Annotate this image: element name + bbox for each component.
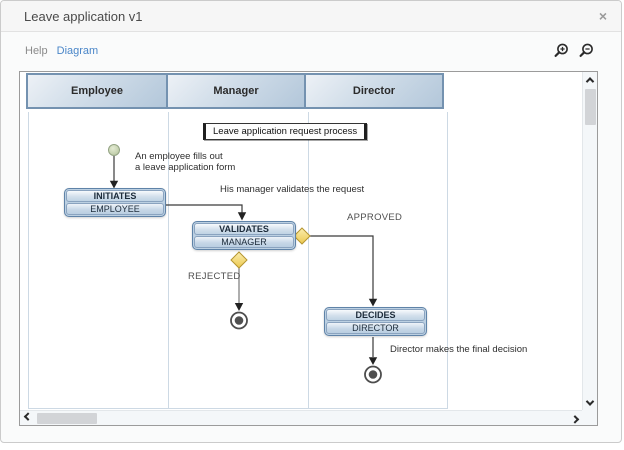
arrowhead	[368, 357, 378, 365]
zoom-in-icon	[554, 43, 568, 57]
horizontal-scrollbar-thumb[interactable]	[37, 413, 97, 424]
zoom-in-button[interactable]	[552, 42, 570, 60]
arrowhead	[237, 212, 247, 221]
vertical-scrollbar-thumb[interactable]	[585, 89, 596, 125]
task-action-label: DECIDES	[326, 309, 425, 321]
zoom-out-icon	[579, 43, 593, 57]
task-initiates: INITIATES EMPLOYEE	[64, 188, 166, 217]
arrowhead	[368, 298, 378, 307]
task-role-label: DIRECTOR	[326, 322, 425, 334]
help-link[interactable]: Help	[25, 45, 48, 57]
chevron-down-icon	[585, 396, 595, 406]
task-role-label: MANAGER	[194, 236, 294, 248]
lane-header-director: Director	[304, 73, 444, 109]
task-role-label: EMPLOYEE	[66, 203, 164, 215]
arrowhead	[234, 303, 244, 311]
scroll-down-button[interactable]	[583, 395, 597, 410]
connector-approved	[310, 235, 374, 299]
end-event-rejected-core	[234, 316, 244, 325]
gateway-rejected-diamond	[230, 251, 248, 269]
note-start-line1: An employee fills out	[135, 151, 223, 162]
process-title-box: Leave application request process	[203, 123, 368, 140]
scrollbar-corner	[582, 410, 597, 425]
note-validates: His manager validates the request	[220, 184, 365, 195]
vertical-scrollbar[interactable]	[582, 72, 597, 410]
diagram-panel: Employee Manager Director	[19, 71, 598, 426]
horizontal-scrollbar[interactable]	[20, 410, 582, 425]
dialog-toolbar: Help Diagram	[1, 32, 621, 70]
lane-header-employee: Employee	[26, 73, 168, 109]
note-start: An employee fills out a leave applicatio…	[135, 151, 236, 173]
diagram-canvas: Employee Manager Director	[20, 72, 582, 410]
diagram-shapes	[108, 144, 382, 384]
diagram-link[interactable]: Diagram	[56, 45, 99, 57]
lane-employee	[28, 112, 168, 408]
connector-initiates-validates	[166, 204, 243, 213]
end-event-final-core	[368, 370, 378, 379]
scroll-up-button[interactable]	[583, 72, 597, 87]
dialog-titlebar: Leave application v1 ×	[1, 1, 621, 32]
scroll-left-button[interactable]	[20, 411, 35, 425]
lane-header-row: Employee Manager Director	[26, 73, 444, 109]
task-action-label: INITIATES	[66, 190, 164, 202]
task-validates: VALIDATES MANAGER	[192, 221, 296, 250]
lane-header-manager: Manager	[166, 73, 306, 109]
note-decides: Director makes the final decision	[390, 344, 528, 355]
task-action-label: VALIDATES	[194, 223, 294, 235]
lane-manager	[168, 112, 308, 408]
lane-director	[308, 112, 448, 408]
close-icon: ×	[598, 8, 607, 24]
gateway-approved-diamond	[293, 227, 311, 245]
chevron-up-icon	[585, 76, 595, 86]
start-event-node	[108, 144, 120, 156]
dialog-title: Leave application v1	[24, 8, 143, 24]
note-start-line2: a leave application form	[135, 161, 236, 173]
label-rejected: REJECTED	[188, 271, 241, 282]
label-approved: APPROVED	[347, 212, 403, 223]
chevron-left-icon	[23, 412, 32, 421]
task-decides: DECIDES DIRECTOR	[324, 307, 427, 336]
swimlanes	[28, 112, 448, 409]
zoom-out-button[interactable]	[577, 42, 595, 60]
arrowhead	[109, 180, 119, 189]
scroll-right-button[interactable]	[567, 411, 582, 425]
close-button[interactable]: ×	[599, 9, 607, 23]
chevron-right-icon	[570, 415, 579, 424]
